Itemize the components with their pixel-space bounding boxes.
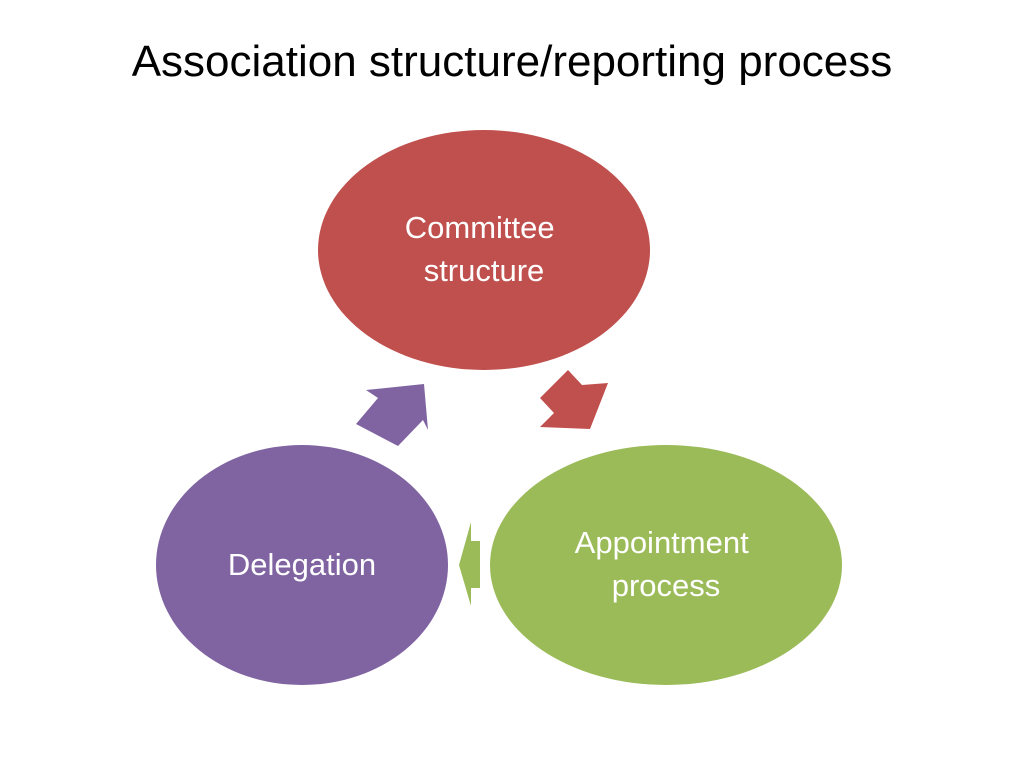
node-appointment-shape <box>490 445 842 685</box>
node-appointment-label-line2: process <box>612 568 721 603</box>
node-delegation-label: Delegation <box>228 547 376 582</box>
arrow-appointment-to-delegation <box>459 522 480 606</box>
node-delegation-shape <box>156 445 448 685</box>
node-delegation: Delegation <box>156 445 448 685</box>
svg-text:Committee structure: Committee structure <box>405 210 564 288</box>
node-committee-shape <box>318 130 650 370</box>
slide-title: Association structure/reporting process <box>131 37 893 86</box>
node-appointment-process: Appointment process <box>490 445 842 685</box>
node-committee-label-line1: Committee <box>405 210 555 245</box>
node-committee-structure: Committee structure <box>318 130 650 370</box>
svg-text:Appointment process: Appointment process <box>575 525 758 603</box>
node-appointment-label-line1: Appointment <box>575 525 749 560</box>
arrow-committee-to-appointment <box>540 370 608 429</box>
node-committee-label-line2: structure <box>424 253 545 288</box>
svg-text:Delegation: Delegation <box>228 547 376 582</box>
arrow-delegation-to-committee <box>356 384 428 446</box>
